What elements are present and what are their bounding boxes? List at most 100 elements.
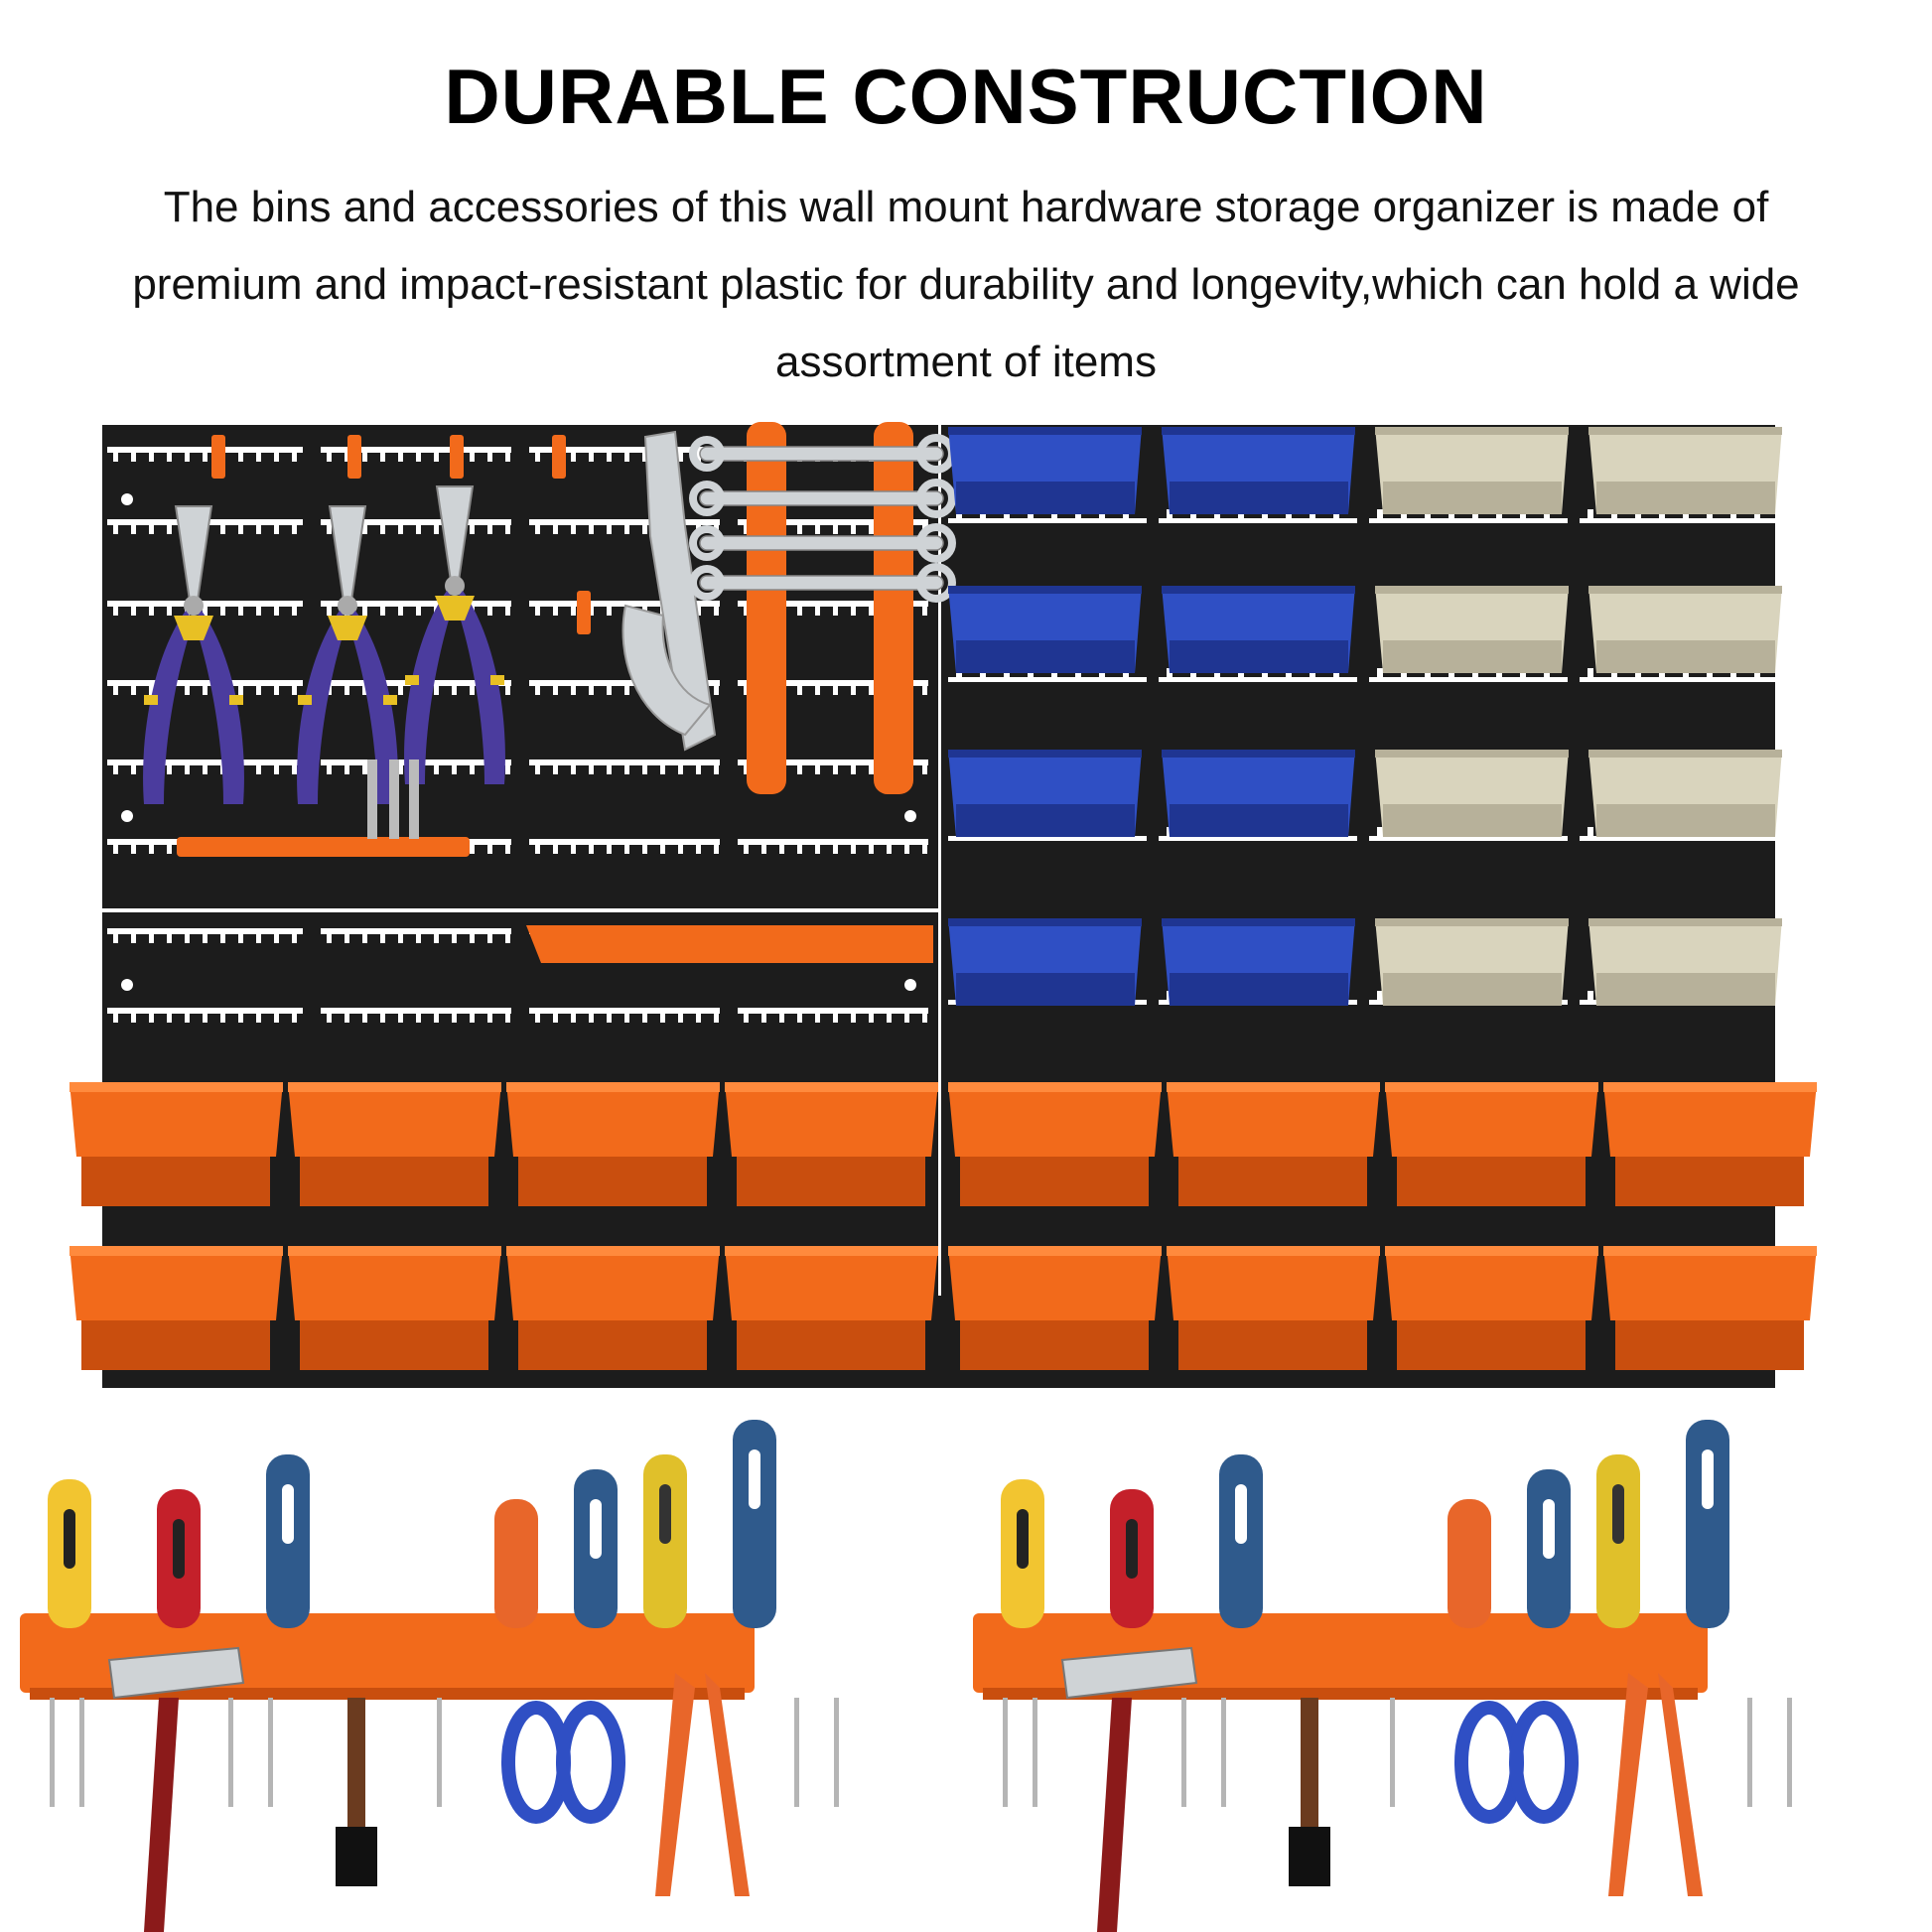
slot-tooth xyxy=(362,686,367,695)
screwdriver-shaft xyxy=(834,1698,839,1807)
slot-tooth xyxy=(571,686,576,695)
slot-rail xyxy=(107,680,303,686)
screwdriver-handle xyxy=(1686,1420,1729,1628)
slot-rail xyxy=(529,519,720,525)
slot-tooth xyxy=(292,1014,297,1023)
slot-tooth xyxy=(815,686,820,695)
slot-tooth xyxy=(607,607,612,616)
slot-tooth xyxy=(185,934,190,943)
small-bins xyxy=(948,427,1782,1006)
slot-tooth xyxy=(256,765,261,774)
brush-handle xyxy=(347,1698,365,1827)
slot-rail xyxy=(529,680,720,686)
slot-tooth xyxy=(167,453,172,462)
slot-tooth xyxy=(553,1014,558,1023)
orange-bin xyxy=(1385,1246,1598,1370)
slot-tooth xyxy=(797,686,802,695)
slot-tooth xyxy=(642,765,647,774)
slot-tooth xyxy=(589,607,594,616)
blue-bin xyxy=(948,586,1142,673)
slot-rail xyxy=(321,928,511,934)
slot-tooth xyxy=(452,686,457,695)
slot-tooth xyxy=(470,934,475,943)
panel-seam xyxy=(102,908,938,912)
slot-tooth xyxy=(434,525,439,534)
slot-tooth xyxy=(220,525,225,534)
slot-tooth xyxy=(274,934,279,943)
orange-bin xyxy=(725,1082,938,1206)
slot-tooth xyxy=(113,845,118,854)
slot-tooth xyxy=(292,765,297,774)
slot-tooth xyxy=(327,934,332,943)
slot-tooth xyxy=(779,845,784,854)
slot-tooth xyxy=(327,453,332,462)
slot-tooth xyxy=(470,765,475,774)
slot-tooth xyxy=(815,845,820,854)
screwdriver-shaft xyxy=(1181,1698,1186,1807)
pliers-handle xyxy=(655,1673,695,1896)
slot-rail xyxy=(1369,677,1568,682)
blue-bin xyxy=(948,427,1142,514)
slot-tooth xyxy=(380,453,385,462)
slot-tooth xyxy=(274,1014,279,1023)
slot-tooth xyxy=(571,765,576,774)
orange-bin xyxy=(948,1082,1162,1206)
slot-tooth xyxy=(851,686,856,695)
slot-tooth xyxy=(167,765,172,774)
slot-tooth xyxy=(744,1014,749,1023)
orange-bin xyxy=(948,1246,1162,1370)
pliers-handle xyxy=(1608,1673,1648,1896)
slot-tooth xyxy=(113,607,118,616)
screw-hole xyxy=(121,979,133,991)
slot-tooth xyxy=(761,1014,766,1023)
slot-rail xyxy=(1369,836,1568,841)
tool-racks xyxy=(20,1420,1792,1932)
slot-tooth xyxy=(203,934,207,943)
slot-tooth xyxy=(167,607,172,616)
slot-tooth xyxy=(535,453,540,462)
slot-tooth xyxy=(345,453,349,462)
slot-tooth xyxy=(487,1014,492,1023)
slot-tooth xyxy=(505,765,510,774)
slot-tooth xyxy=(362,934,367,943)
slot-tooth xyxy=(624,525,629,534)
slot-tooth xyxy=(505,525,510,534)
slot-tooth xyxy=(922,686,927,695)
slot-tooth xyxy=(256,1014,261,1023)
beige-bin xyxy=(1375,918,1569,1006)
slot-tooth xyxy=(149,453,154,462)
orange-bin xyxy=(1385,1082,1598,1206)
slot-tooth xyxy=(131,686,136,695)
slot-tooth xyxy=(571,453,576,462)
slot-tooth xyxy=(589,686,594,695)
slot-tooth xyxy=(851,607,856,616)
slot-tooth xyxy=(607,765,612,774)
slot-tooth xyxy=(185,1014,190,1023)
slot-tooth xyxy=(535,845,540,854)
screwdriver-shaft xyxy=(1003,1698,1008,1807)
slot-tooth xyxy=(487,607,492,616)
screw-hole xyxy=(121,810,133,822)
slot-tooth xyxy=(1587,991,1593,1000)
slot-tooth xyxy=(113,765,118,774)
slot-tooth xyxy=(185,686,190,695)
slot-tooth xyxy=(815,525,820,534)
slot-tooth xyxy=(113,1014,118,1023)
hammer-handle xyxy=(1097,1698,1132,1932)
slot-rail xyxy=(1159,518,1357,523)
slot-tooth xyxy=(815,607,820,616)
slot-rail xyxy=(1369,518,1568,523)
slot-rail xyxy=(321,519,511,525)
slot-rail xyxy=(107,601,303,607)
orange-bin xyxy=(69,1082,283,1206)
slot-tooth xyxy=(238,686,243,695)
bit-tray xyxy=(177,837,470,857)
slot-tooth xyxy=(589,845,594,854)
slot-tooth xyxy=(922,845,927,854)
orange-bin xyxy=(1603,1082,1817,1206)
beige-bin xyxy=(1375,750,1569,837)
description-text: The bins and accessories of this wall mo… xyxy=(132,183,1800,386)
slot-rail xyxy=(948,836,1147,841)
hook xyxy=(211,435,225,479)
slot-tooth xyxy=(131,765,136,774)
